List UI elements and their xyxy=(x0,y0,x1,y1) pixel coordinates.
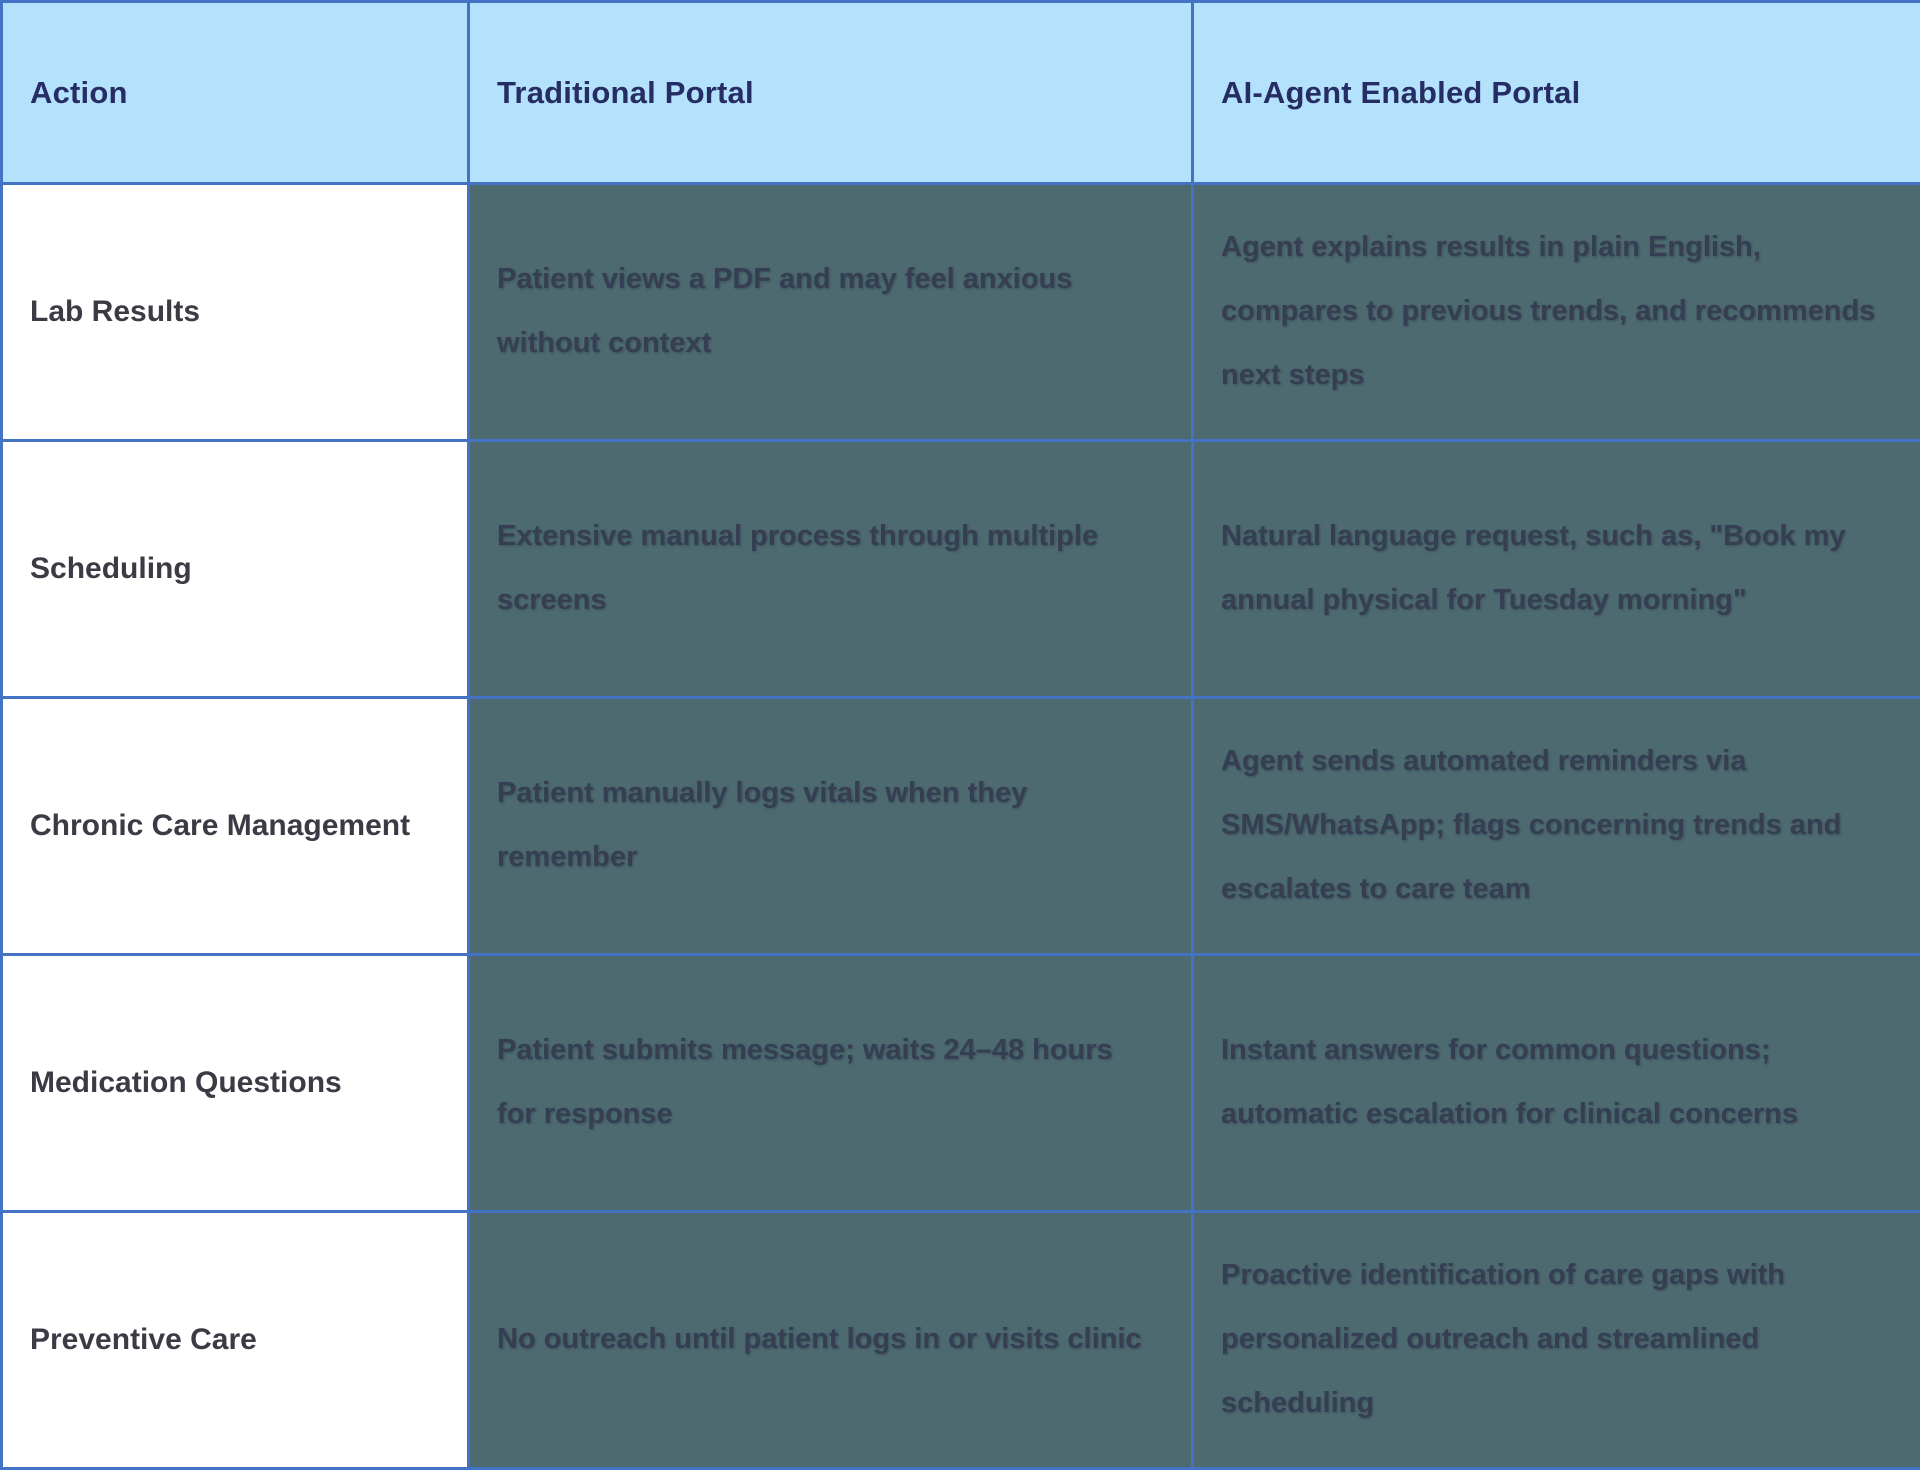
ai-agent-portal-cell: Instant answers for common questions; au… xyxy=(1193,955,1920,1212)
header-ai-agent-portal: AI-Agent Enabled Portal xyxy=(1193,2,1920,184)
table-row-medication-questions: Medication Questions Patient submits mes… xyxy=(2,955,1920,1212)
header-traditional-portal: Traditional Portal xyxy=(469,2,1193,184)
traditional-portal-cell: Extensive manual process through multipl… xyxy=(469,441,1193,698)
ai-agent-portal-cell: Natural language request, such as, "Book… xyxy=(1193,441,1920,698)
action-label: Preventive Care xyxy=(2,1212,469,1469)
table-row-lab-results: Lab Results Patient views a PDF and may … xyxy=(2,184,1920,441)
traditional-portal-cell: No outreach until patient logs in or vis… xyxy=(469,1212,1193,1469)
header-action: Action xyxy=(2,2,469,184)
header-row: Action Traditional Portal AI-Agent Enabl… xyxy=(2,2,1920,184)
action-label: Scheduling xyxy=(2,441,469,698)
ai-agent-portal-cell: Agent explains results in plain English,… xyxy=(1193,184,1920,441)
action-label: Lab Results xyxy=(2,184,469,441)
action-label: Medication Questions xyxy=(2,955,469,1212)
traditional-portal-cell: Patient manually logs vitals when they r… xyxy=(469,698,1193,955)
action-label: Chronic Care Management xyxy=(2,698,469,955)
traditional-portal-cell: Patient submits message; waits 24–48 hou… xyxy=(469,955,1193,1212)
traditional-portal-cell: Patient views a PDF and may feel anxious… xyxy=(469,184,1193,441)
table-row-preventive-care: Preventive Care No outreach until patien… xyxy=(2,1212,1920,1469)
ai-agent-portal-cell: Proactive identification of care gaps wi… xyxy=(1193,1212,1920,1469)
table-row-chronic-care: Chronic Care Management Patient manually… xyxy=(2,698,1920,955)
table-row-scheduling: Scheduling Extensive manual process thro… xyxy=(2,441,1920,698)
ai-agent-portal-cell: Agent sends automated reminders via SMS/… xyxy=(1193,698,1920,955)
